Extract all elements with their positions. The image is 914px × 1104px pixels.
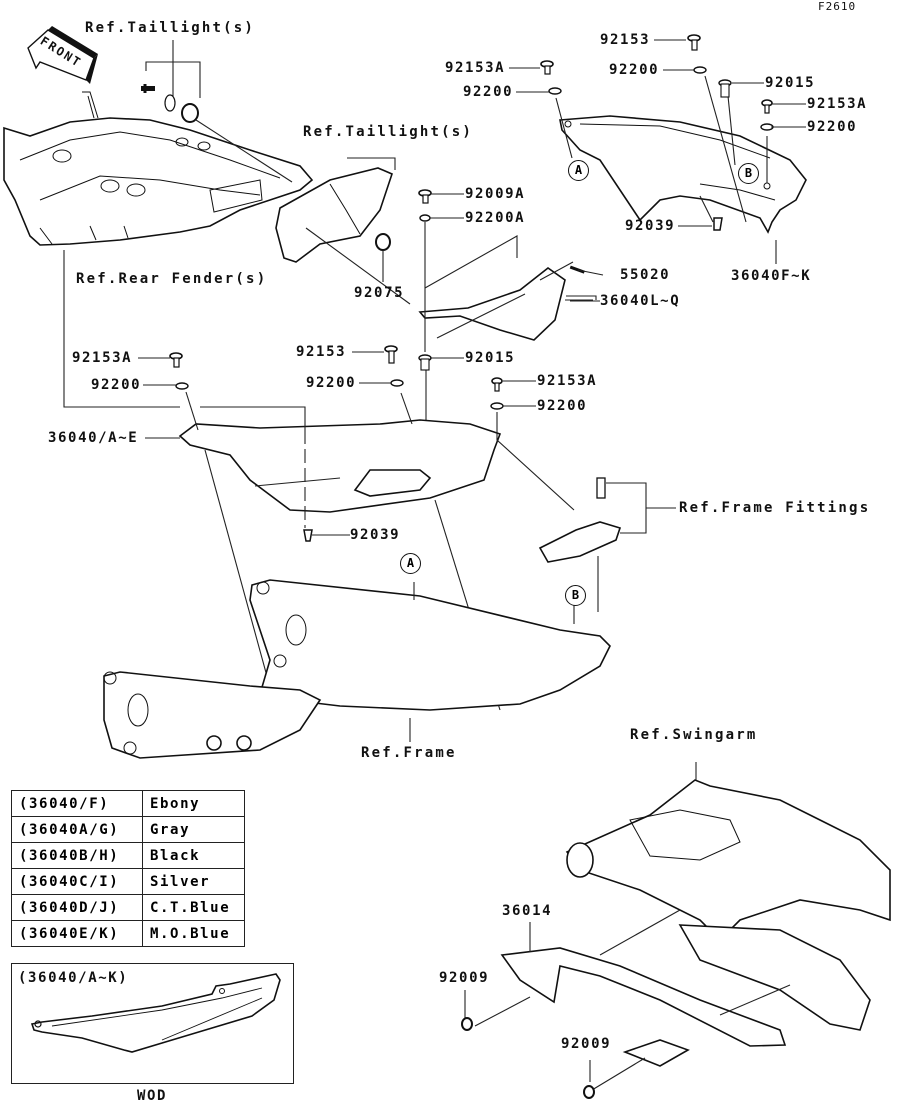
part-label: 36040F~K [731, 268, 812, 284]
color-name: Gray [142, 816, 245, 843]
part-label: 92009A [465, 186, 526, 202]
part-code: (36040B/H) [11, 842, 143, 869]
color-name: Black [142, 842, 245, 869]
inset-caption: WOD [137, 1088, 168, 1104]
ref-frame-fittings: Ref.Frame Fittings [679, 500, 871, 516]
fastener-icons [169, 34, 774, 542]
part-label: 92153A [807, 96, 868, 112]
part-label: 92200A [465, 210, 526, 226]
part-label: 92153 [600, 32, 651, 48]
part-label: 36014 [502, 903, 553, 919]
center-cover-drawing [418, 235, 604, 341]
part-label: 92200 [463, 84, 514, 100]
inset-title: (36040/A~K) [18, 970, 129, 986]
part-label: 36040L~Q [600, 293, 681, 309]
part-label: 92200 [537, 398, 588, 414]
part-label: 92015 [765, 75, 816, 91]
callout-b-top: B [738, 163, 759, 184]
grommet-icon [375, 233, 391, 251]
part-label: 92200 [306, 375, 357, 391]
color-variant-table: (36040/F)Ebony (36040A/G)Gray (36040B/H)… [11, 790, 245, 947]
part-label: 92153A [537, 373, 598, 389]
part-code: (36040/F) [11, 790, 143, 817]
ref-taillight-top: Ref.Taillight(s) [85, 20, 256, 36]
part-label: 92200 [609, 62, 660, 78]
part-code: (36040D/J) [11, 894, 143, 921]
part-label: 92153A [445, 60, 506, 76]
taillight-hardware-drawing [141, 40, 293, 183]
table-row: (36040B/H)Black [11, 842, 245, 869]
ref-swingarm: Ref.Swingarm [630, 727, 758, 743]
table-row: (36040A/G)Gray [11, 816, 245, 843]
ref-taillight-mid: Ref.Taillight(s) [303, 124, 474, 140]
front-arrow-icon [27, 26, 98, 84]
part-label: 92200 [91, 377, 142, 393]
frame-fitting-drawing [538, 482, 676, 612]
chain-guard-drawing [461, 909, 791, 1099]
part-label: 92153A [72, 350, 133, 366]
part-code: (36040C/I) [11, 868, 143, 895]
color-name: C.T.Blue [142, 894, 245, 921]
ref-frame: Ref.Frame [361, 745, 457, 761]
side-cover-inset-drawing [30, 973, 281, 1053]
callout-b-frame: B [565, 585, 586, 606]
table-row: (36040E/K)M.O.Blue [11, 920, 245, 947]
frame-drawing [103, 579, 611, 759]
callout-a-frame: A [400, 553, 421, 574]
part-label: 92153 [296, 344, 347, 360]
rear-fender-drawing [3, 91, 314, 246]
part-label: 92015 [465, 350, 516, 366]
part-label: 36040/A~E [48, 430, 139, 446]
inset-side-cover: (36040/A~K) [11, 963, 294, 1084]
part-code: (36040A/G) [11, 816, 143, 843]
part-label: 55020 [620, 267, 671, 283]
color-name: M.O.Blue [142, 920, 245, 947]
part-label: 92009 [561, 1036, 612, 1052]
color-name: Silver [142, 868, 245, 895]
diagram-code: F2610 [818, 0, 857, 13]
right-side-cover-drawing [555, 75, 807, 264]
color-name: Ebony [142, 790, 245, 817]
part-label: 92009 [439, 970, 490, 986]
callout-a-top: A [568, 160, 589, 181]
leader-lines [138, 39, 806, 536]
table-row: (36040C/I)Silver [11, 868, 245, 895]
taillight-drawing [275, 157, 411, 305]
part-label: 92039 [350, 527, 401, 543]
part-label: 92075 [354, 285, 405, 301]
part-label: 92200 [807, 119, 858, 135]
ref-rear-fender: Ref.Rear Fender(s) [76, 271, 268, 287]
table-row: (36040D/J)C.T.Blue [11, 894, 245, 921]
swingarm-drawing [565, 762, 891, 1031]
part-code: (36040E/K) [11, 920, 143, 947]
table-row: (36040/F)Ebony [11, 790, 245, 817]
part-label: 92039 [625, 218, 676, 234]
